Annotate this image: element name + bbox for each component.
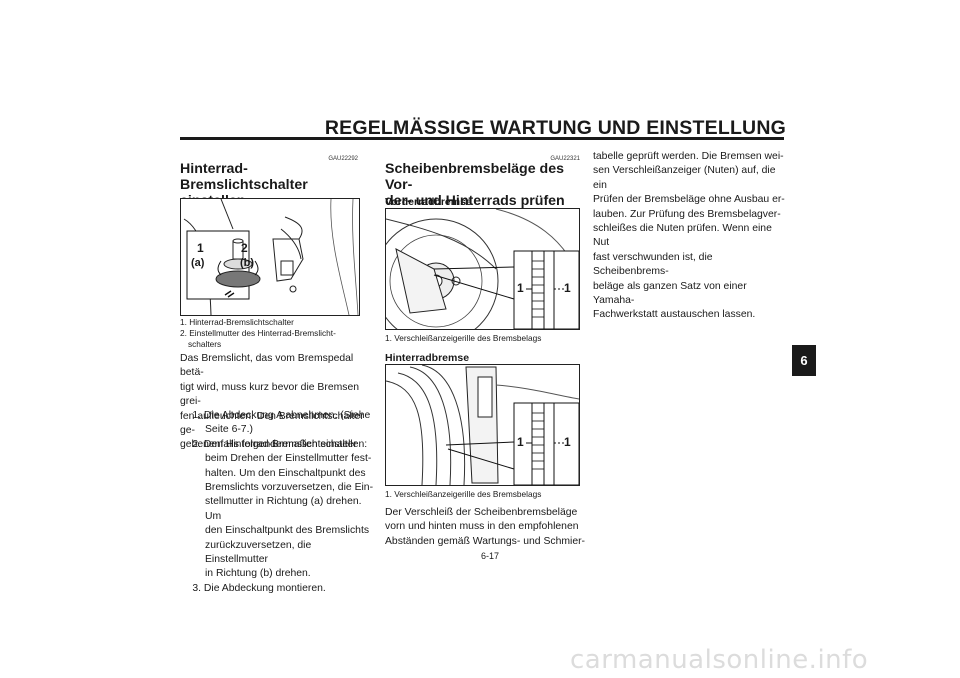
body-line: fast verschwunden ist, die Scheibenbrems…: [593, 251, 713, 278]
front-brake-figure: 1 1: [385, 208, 580, 330]
watermark: carmanualsonline.info: [570, 645, 869, 675]
fig-label-1-left: 1: [517, 435, 524, 449]
page-number: 6-17: [480, 551, 499, 561]
body-line: vorn und hinten muss in den empfohlenen: [385, 521, 579, 533]
figure-label-2: 2: [241, 241, 248, 255]
list-item: in Richtung (b) drehen.: [205, 568, 311, 580]
body-line: Abständen gemäß Wartungs- und Schmier-: [385, 535, 586, 547]
body-line: tabelle geprüft werden. Die Bremsen wei-: [593, 151, 784, 162]
list-item: beim Drehen der Einstellmutter fest-: [205, 453, 372, 465]
figure-caption-brake-switch: 1. Hinterrad-Bremslichtschalter 2. Einst…: [180, 317, 370, 350]
front-brake-caption: 1. Verschleißanzeigerille des Bremsbelag…: [385, 333, 542, 343]
body-line: lauben. Zur Prüfung des Bremsbelagver-: [593, 208, 781, 220]
fig-label-1-left: 1: [517, 281, 524, 295]
body-line: schleißes die Nuten prüfen. Wenn eine Nu…: [593, 223, 772, 249]
caption-line: schalters: [188, 339, 222, 349]
caption-line: 1. Hinterrad-Bremslichtschalter: [180, 317, 294, 327]
list-item: zurückzuversetzen, die Einstellmutter: [205, 539, 312, 566]
brake-pad-paragraph-continued: tabelle geprüft werden. Die Bremsen wei-…: [593, 150, 788, 323]
heading-line: Scheibenbremsbeläge des Vor-: [385, 161, 564, 193]
rear-brake-figure: 1 1: [385, 364, 580, 486]
list-item: Bremslichts vorzuversetzen, die Ein-: [205, 482, 374, 494]
body-line: tigt wird, muss kurz bevor die Bremsen g…: [180, 381, 360, 408]
list-item: 1. Die Abdeckung A abnehmen. (Siehe: [192, 410, 371, 421]
rear-brake-illustration: [386, 365, 579, 485]
section-code: GAU22321: [550, 156, 580, 162]
front-brake-label: Vorderradbremse: [385, 196, 472, 208]
caption-line: 2. Einstellmutter des Hinterrad-Bremslic…: [180, 328, 336, 338]
page-header-title: REGELMÄSSIGE WARTUNG UND EINSTELLUNG: [324, 117, 786, 139]
front-brake-illustration: [386, 209, 579, 329]
figure-label-b: (b): [240, 257, 255, 269]
figure-label-a: (a): [191, 257, 205, 269]
list-item: 3. Die Abdeckung montieren.: [192, 582, 326, 594]
list-item: halten. Um den Einschaltpunkt des: [205, 467, 366, 479]
fig-label-1-right: 1: [564, 281, 571, 295]
header-rule: [180, 137, 784, 140]
body-line: sen Verschleißanzeiger (Nuten) auf, die …: [593, 165, 776, 191]
list-item: stellmutter in Richtung (a) drehen. Um: [205, 496, 362, 522]
brake-pad-paragraph-start: Der Verschleiß der Scheibenbremsbeläge v…: [385, 506, 585, 549]
body-line: fen aufleuchten. Den Bremslichtschalter …: [180, 410, 364, 437]
body-line: Prüfen der Bremsbeläge ohne Ausbau er-: [593, 194, 785, 206]
section-code: GAU22292: [328, 156, 358, 162]
body-line: Das Bremslicht, das vom Bremspedal betä-: [180, 353, 354, 379]
body-line: beläge als ganzen Satz von einer Yamaha-: [593, 280, 747, 307]
body-line: Der Verschleiß der Scheibenbremsbeläge: [385, 507, 578, 518]
brake-switch-figure: 1 2 (a) (b): [180, 198, 360, 316]
body-line: gebenenfalls folgendermaßen einstellen:: [180, 439, 368, 451]
list-item: Seite 6-7.): [205, 424, 253, 436]
rear-brake-label: Hinterradbremse: [385, 352, 470, 364]
brake-switch-illustration: [183, 199, 359, 315]
rear-brake-caption: 1. Verschleißanzeigerille des Bremsbelag…: [385, 489, 542, 499]
figure-label-1: 1: [197, 241, 204, 255]
heading-line: Hinterrad-Bremslichtschalter: [180, 161, 308, 193]
heading-line: der- und Hinterrads prüfen: [385, 193, 565, 209]
fig-label-1-right: 1: [564, 435, 571, 449]
intro-paragraph: Das Bremslicht, das vom Bremspedal betä-…: [180, 352, 375, 453]
body-line: Fachwerkstatt austauschen lassen.: [593, 309, 756, 321]
adjustment-steps-list: 1. Die Abdeckung A abnehmen. (Siehe Seit…: [180, 409, 375, 596]
list-item: 2. Den Hinterrad-Bremslichtschalter: [192, 438, 357, 450]
section-heading-brake-pads: Scheibenbremsbeläge des Vor- der- und Hi…: [385, 161, 585, 209]
chapter-tab: 6: [792, 345, 816, 376]
list-item: den Einschaltpunkt des Bremslichts: [205, 525, 370, 537]
